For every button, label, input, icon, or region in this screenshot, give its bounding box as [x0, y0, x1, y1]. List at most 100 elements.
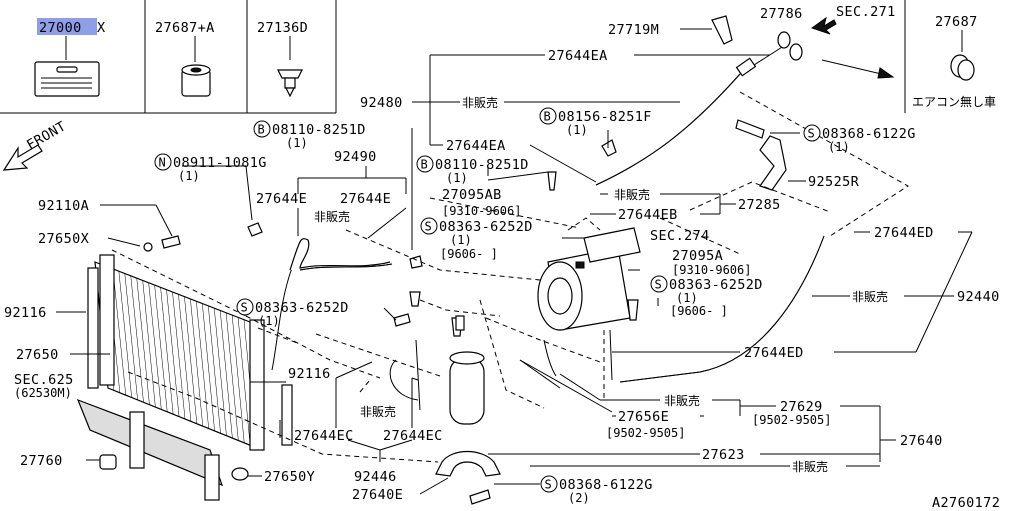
inset-right-panel: 27687 エアコン無し車	[904, 0, 996, 113]
inset-panel: 27000 X 27687+A 27136D	[0, 0, 337, 114]
part-27650y[interactable]: 27650Y	[264, 469, 315, 485]
part-92110a[interactable]: 92110A	[38, 198, 89, 214]
pressure-switch-icon	[455, 315, 465, 331]
o-ring-icon	[950, 54, 975, 81]
screw-08363-right-range: [9606- ]	[670, 304, 728, 318]
part-27786[interactable]: 27786	[760, 6, 803, 22]
part-92480[interactable]: 92480	[360, 95, 403, 111]
main-part-highlight	[37, 18, 97, 35]
front-arrow: FRONT	[2, 118, 69, 171]
part-27644eb[interactable]: 27644EB	[618, 207, 678, 223]
screw-08363-left-qty: (1)	[258, 314, 280, 328]
sec625-sub: (62530M)	[14, 386, 72, 400]
screw-08363-top-range: [9606- ]	[440, 247, 498, 261]
bolt-08110-mid[interactable]: 08110-8251D	[435, 157, 529, 173]
part-27644ed-top[interactable]: 27644ED	[874, 225, 934, 241]
part-27644ec-left[interactable]: 27644EC	[294, 428, 354, 444]
screw-08363-top-qty: (1)	[450, 233, 472, 247]
screw-08368-top-qty: (1)	[828, 140, 850, 154]
nut-08911[interactable]: 08911-1081G	[173, 155, 267, 171]
part-27650x[interactable]: 27650X	[38, 231, 89, 247]
rubber-grommet-icon	[181, 64, 211, 97]
part-27136d-label[interactable]: 27136D	[257, 20, 308, 36]
bolt-b-icon: B	[544, 110, 551, 124]
part-27687-label[interactable]: 27687	[935, 14, 978, 30]
part-27095ab-range: [9310-9606]	[442, 204, 521, 218]
part-27644ed-bottom[interactable]: 27644ED	[744, 345, 804, 361]
not-for-sale-27644ec: 非販売	[360, 404, 396, 419]
screw-08363-right-qty: (1)	[676, 291, 698, 305]
main-part-number[interactable]: 27000	[39, 20, 82, 36]
lower-bracket	[76, 398, 223, 487]
bushing-27760-icon	[99, 454, 117, 470]
sec271-arrow-icon	[810, 16, 837, 35]
part-27644ea-top[interactable]: 27644EA	[548, 48, 608, 64]
part-27629[interactable]: 27629	[780, 399, 823, 415]
bolt-08110-top-qty: (1)	[286, 136, 308, 150]
bolt-08156-qty: (1)	[566, 123, 588, 137]
screw-08363-right[interactable]: 08363-6252D	[669, 277, 763, 293]
leader-lines	[56, 28, 973, 495]
part-27095ab[interactable]: 27095AB	[442, 187, 502, 203]
not-for-sale-27285: 非販売	[614, 187, 650, 202]
part-27644ec-right[interactable]: 27644EC	[383, 428, 443, 444]
pipe-clip-27719m	[711, 15, 733, 45]
main-part-suffix: X	[97, 20, 106, 36]
front-arrow-icon	[2, 144, 43, 171]
sec271-label[interactable]: SEC.271	[836, 4, 896, 20]
receiver-drier-graphic	[435, 315, 501, 477]
part-92440[interactable]: 92440	[957, 289, 1000, 305]
bolt-08156[interactable]: 08156-8251F	[558, 109, 652, 125]
clip-icon	[277, 69, 303, 98]
drier-bracket	[435, 451, 501, 477]
sec625-label[interactable]: SEC.625	[14, 372, 74, 388]
part-92116-left[interactable]: 92116	[4, 305, 47, 321]
not-for-sale-27629: 非販売	[664, 393, 700, 408]
part-27644e-right[interactable]: 27644E	[340, 191, 391, 207]
pipes	[271, 41, 825, 411]
compressor-graphic	[537, 227, 641, 331]
part-27760[interactable]: 27760	[20, 453, 63, 469]
part-27656e[interactable]: 27656E	[618, 409, 669, 425]
screw-08368-top[interactable]: 08368-6122G	[822, 126, 916, 142]
bolt-08110-mid-qty: (1)	[446, 171, 468, 185]
bolt-b-icon: B	[258, 123, 265, 137]
condenser-graphic	[76, 254, 293, 501]
condenser-seal-right	[281, 384, 293, 446]
lower-bracket-end	[204, 454, 220, 501]
not-for-sale-92440: 非販売	[852, 289, 888, 304]
bolt-08110-top[interactable]: 08110-8251D	[272, 122, 366, 138]
part-27719m[interactable]: 27719M	[608, 22, 659, 38]
screw-s-icon: S	[425, 220, 432, 234]
not-for-sale-27644e: 非販売	[314, 209, 350, 224]
part-27650[interactable]: 27650	[16, 347, 59, 363]
no-aircon-note: エアコン無し車	[912, 94, 996, 109]
part-92525r[interactable]: 92525R	[808, 174, 860, 190]
nut-n-icon: N	[159, 156, 166, 170]
part-27629-range: [9502-9505]	[752, 413, 831, 427]
part-92116-right[interactable]: 92116	[288, 366, 331, 382]
not-for-sale-92480: 非販売	[462, 95, 498, 110]
part-27644e-left[interactable]: 27644E	[256, 191, 307, 207]
screw-08368-bottom[interactable]: 08368-6122G	[559, 477, 653, 493]
sec274-label[interactable]: SEC.274	[650, 228, 710, 244]
part-labels: 27719M 27786 27644EA 92480 非販売 08156-825…	[4, 6, 1000, 511]
part-27623[interactable]: 27623	[702, 447, 745, 463]
screw-s-icon: S	[545, 478, 552, 492]
screw-08363-left[interactable]: 08363-6252D	[255, 300, 349, 316]
bracket-92525r	[759, 135, 787, 191]
part-27687a-label[interactable]: 27687+A	[155, 20, 215, 36]
part-27285[interactable]: 27285	[738, 197, 781, 213]
part-27095a[interactable]: 27095A	[672, 248, 723, 264]
screw-08363-top[interactable]: 08363-6252D	[439, 219, 533, 235]
part-27640e[interactable]: 27640E	[352, 487, 403, 503]
part-92446[interactable]: 92446	[354, 469, 397, 485]
part-27095a-range: [9310-9606]	[672, 263, 751, 277]
part-27644ea-mid[interactable]: 27644EA	[446, 138, 506, 154]
part-27640[interactable]: 27640	[900, 433, 943, 449]
front-label: FRONT	[24, 118, 69, 153]
top-fittings	[711, 15, 803, 61]
bolt-b-icon: B	[421, 158, 428, 172]
part-92490[interactable]: 92490	[334, 149, 377, 165]
